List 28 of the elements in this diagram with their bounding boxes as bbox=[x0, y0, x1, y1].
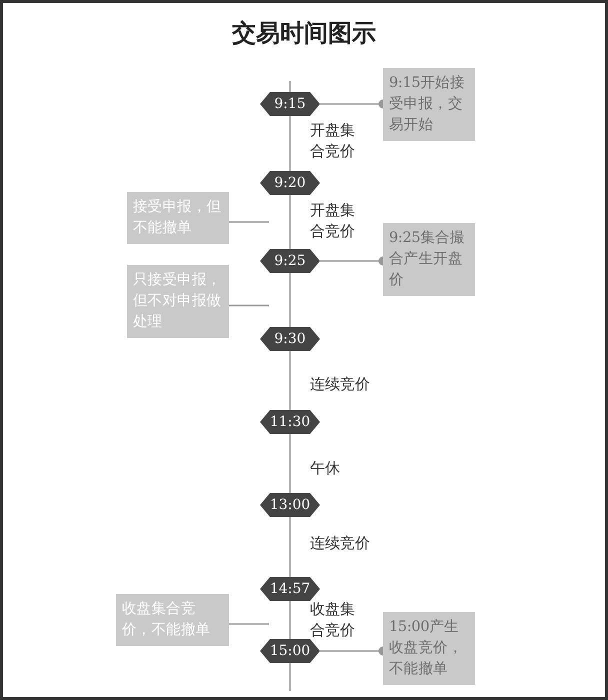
time-hexagon: 9:25 bbox=[260, 249, 320, 273]
time-hexagon: 9:30 bbox=[260, 327, 320, 351]
period-label: 午休 bbox=[310, 458, 341, 479]
time-hexagon: 15:00 bbox=[260, 639, 320, 663]
timeline-segment bbox=[289, 273, 291, 327]
leader-line bbox=[229, 304, 269, 306]
timeline-segment bbox=[289, 517, 291, 577]
time-hexagon: 11:30 bbox=[260, 410, 320, 434]
note-box: 9:15开始接受申报，交易开始 bbox=[383, 68, 475, 141]
period-label: 开盘集合竞价 bbox=[310, 120, 356, 162]
timeline-segment bbox=[289, 116, 291, 171]
leader-line bbox=[229, 221, 269, 223]
period-label: 连续竞价 bbox=[310, 533, 371, 554]
period-label: 开盘集合竞价 bbox=[310, 200, 356, 242]
time-hexagon: 9:20 bbox=[260, 171, 320, 195]
period-label: 连续竞价 bbox=[310, 374, 371, 395]
time-hexagon: 13:00 bbox=[260, 493, 320, 517]
leader-line bbox=[229, 623, 269, 625]
time-hexagon: 9:15 bbox=[260, 92, 320, 116]
timeline-segment bbox=[289, 195, 291, 249]
timeline-segment bbox=[289, 434, 291, 493]
timeline-segment bbox=[289, 351, 291, 410]
note-box: 9:25集合撮合产生开盘价 bbox=[383, 223, 475, 296]
note-box: 15:00产生收盘竞价，不能撤单 bbox=[383, 612, 475, 685]
period-label: 收盘集合竞价 bbox=[310, 599, 356, 641]
time-hexagon: 14:57 bbox=[260, 577, 320, 601]
timeline-segment bbox=[289, 601, 291, 639]
title: 交易时间图示 bbox=[231, 18, 377, 49]
